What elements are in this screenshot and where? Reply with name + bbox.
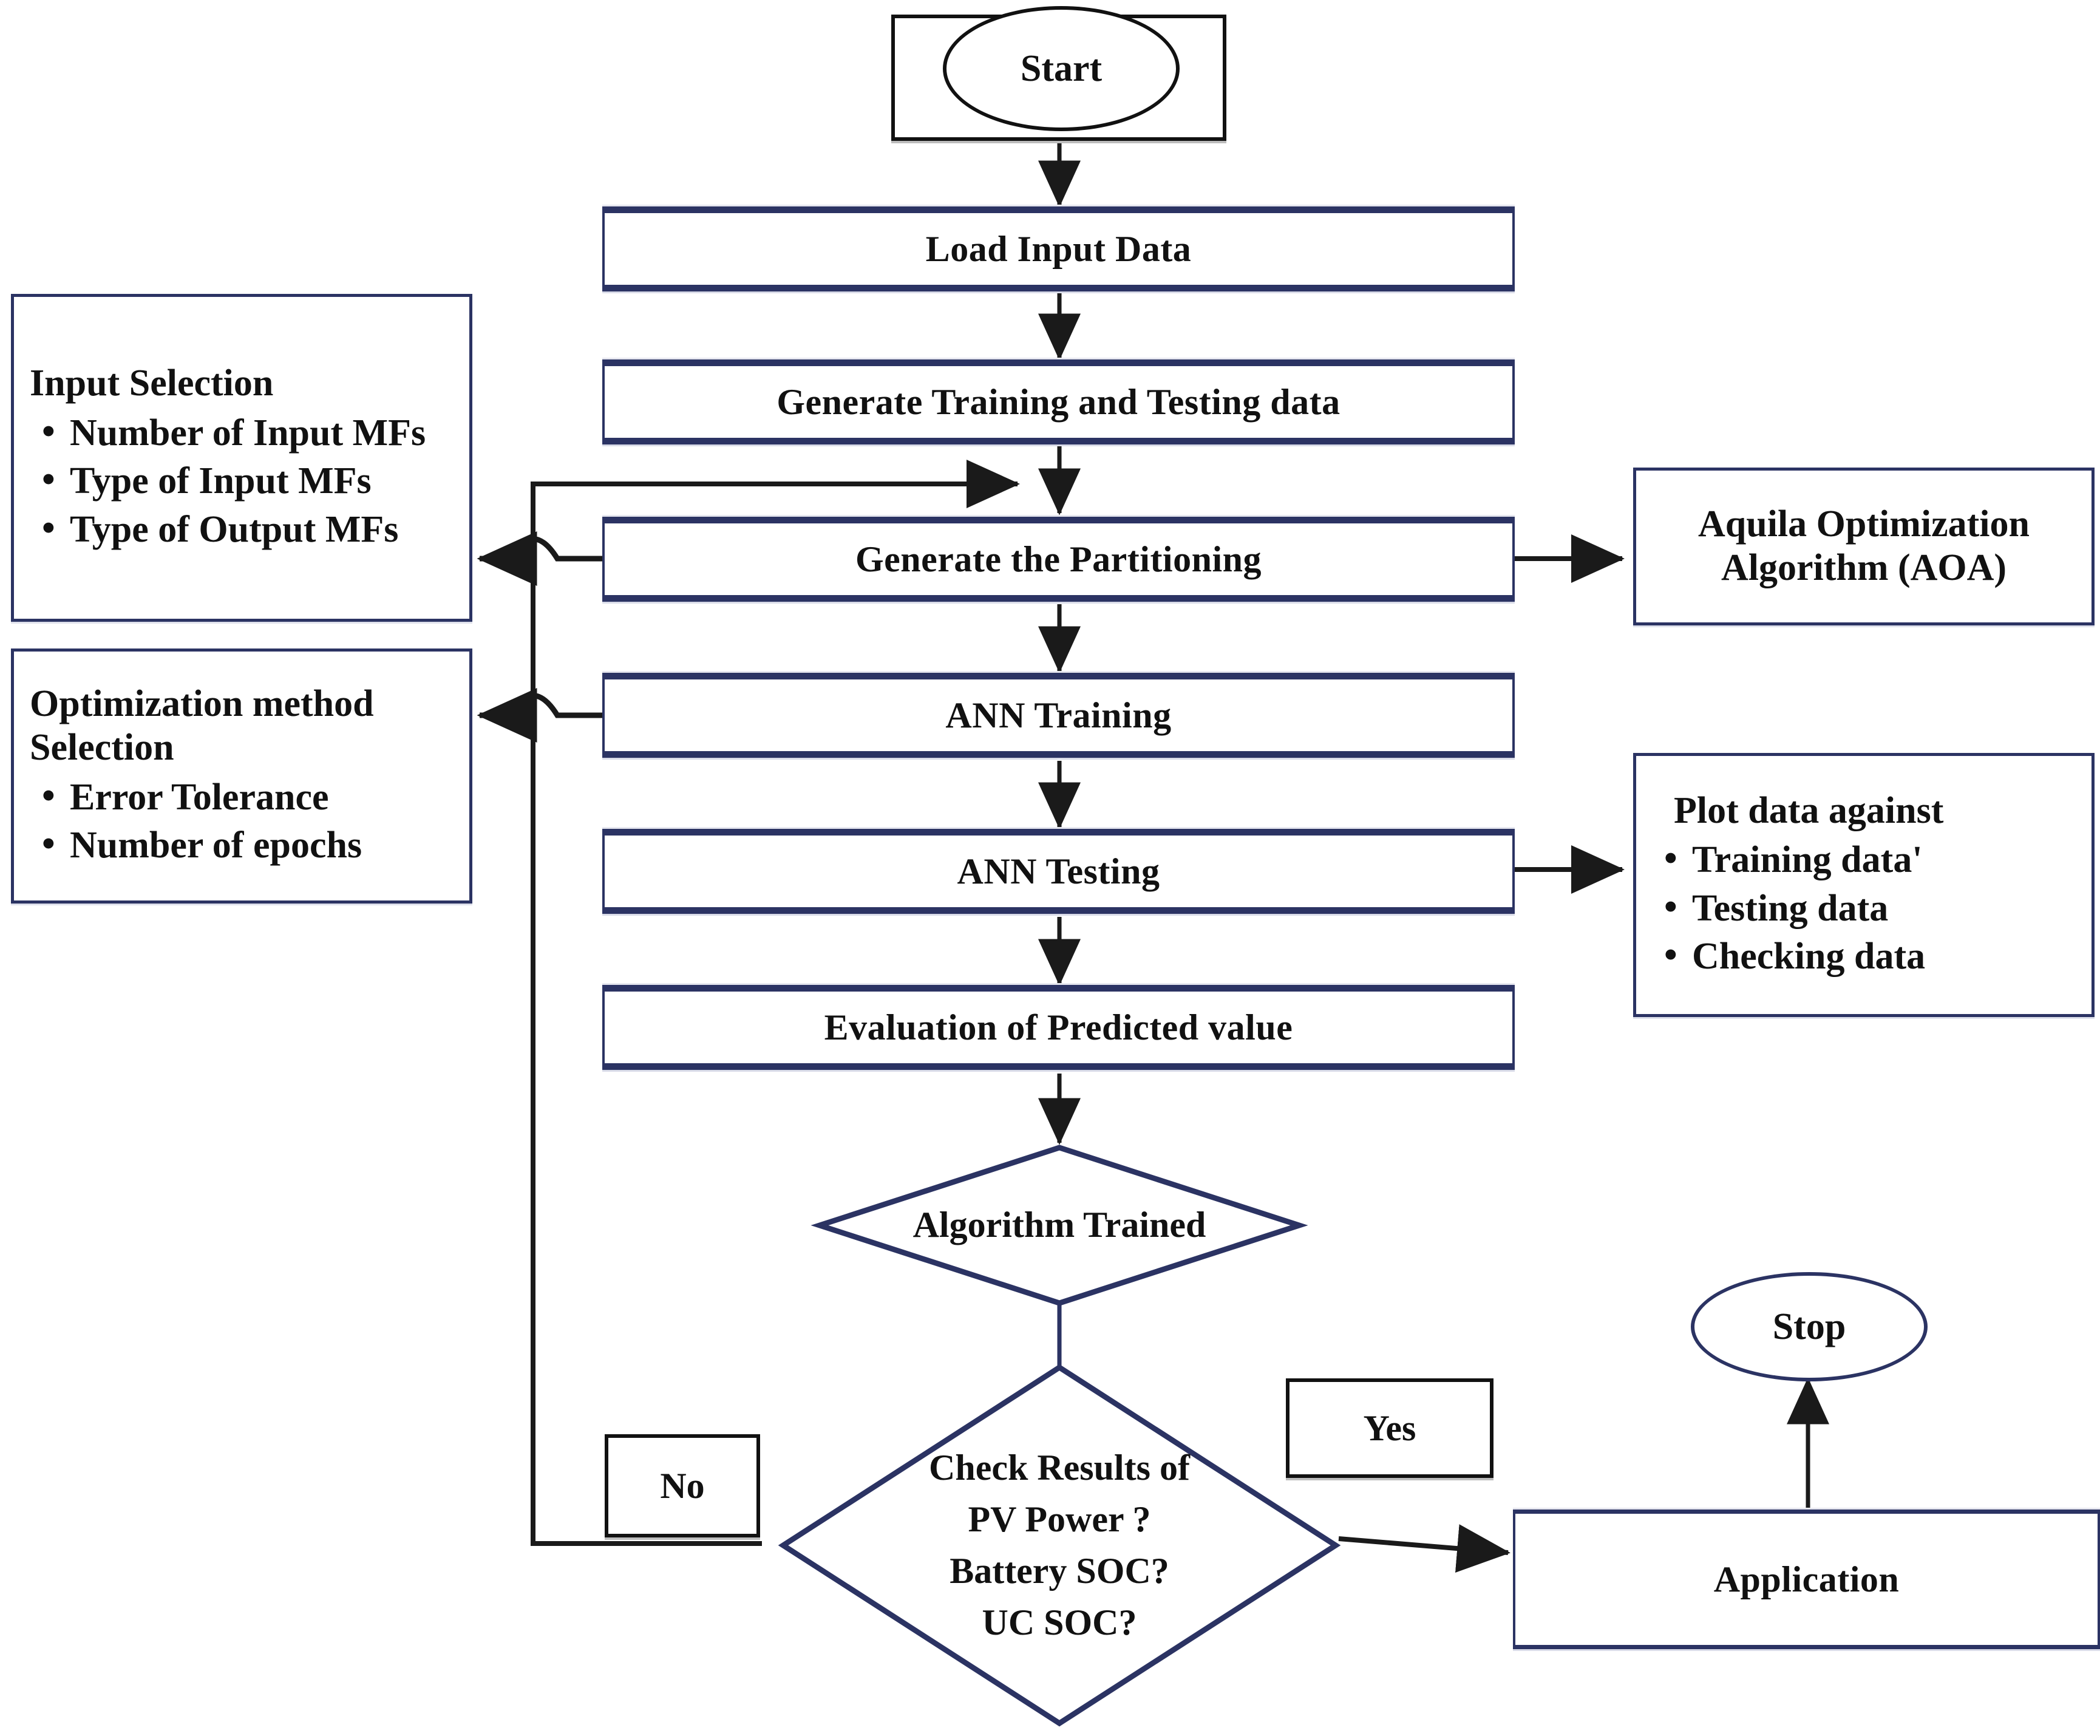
note-plot-data-against[interactable]: Plot data against Training data' Testing… [1633, 753, 2095, 1017]
list-item: Number of Input MFs [30, 408, 454, 457]
check-results-line-3: Battery SOC? [950, 1551, 1169, 1591]
start-ellipse-ring [943, 6, 1180, 131]
start-label: Start [1020, 47, 1103, 89]
check-results-line-2: PV Power ? [968, 1499, 1151, 1539]
branch-label-yes: Yes [1286, 1378, 1493, 1478]
note-optimization-method-inner: Optimization method Selection Error Tole… [14, 652, 469, 900]
note-optimization-method-list: Error Tolerance Number of epochs [30, 772, 454, 870]
list-item: Checking data [1652, 931, 2076, 981]
note-plot-data-inner: Plot data against Training data' Testing… [1636, 756, 2092, 1014]
process-application[interactable]: Application [1513, 1510, 2100, 1649]
start-terminator[interactable]: Start [943, 6, 1180, 131]
process-evaluation-label: Evaluation of Predicted value [824, 1007, 1293, 1047]
list-item: Type of Input MFs [30, 456, 454, 505]
algorithm-trained-label: Algorithm Trained [912, 1205, 1206, 1245]
stop-ellipse-ring [1691, 1272, 1928, 1381]
process-ann-training-label: ANN Training [945, 695, 1172, 735]
note-input-selection-inner: Input Selection Number of Input MFs Type… [14, 297, 469, 619]
note-plot-data-list: Training data' Testing data Checking dat… [1652, 835, 2076, 981]
branch-label-no: No [605, 1434, 760, 1537]
note-plot-data-title: Plot data against [1674, 789, 1944, 831]
process-ann-training[interactable]: ANN Training [602, 673, 1515, 758]
process-ann-testing[interactable]: ANN Testing [602, 829, 1515, 914]
note-input-selection[interactable]: Input Selection Number of Input MFs Type… [11, 294, 472, 622]
note-aquila-title: Aquila Optimization Algorithm (AOA) [1697, 503, 2030, 588]
process-generate-training-testing[interactable]: Generate Training and Testing data [602, 359, 1515, 444]
check-results-label-wrap: Check Results of PV Power ? Battery SOC?… [859, 1433, 1260, 1658]
check-results-diamond[interactable] [778, 1364, 1341, 1727]
note-optimization-method-title: Optimization method Selection [30, 682, 374, 768]
algorithm-trained-label-wrap: Algorithm Trained [880, 1189, 1239, 1262]
note-optimization-method[interactable]: Optimization method Selection Error Tole… [11, 648, 472, 904]
edge-ann-training-to-optimization-note [477, 688, 602, 743]
note-input-selection-list: Number of Input MFs Type of Input MFs Ty… [30, 408, 454, 554]
edge-partitioning-to-input-selection [477, 531, 602, 586]
list-item: Testing data [1652, 883, 2076, 933]
process-generate-partitioning-label: Generate the Partitioning [855, 539, 1262, 579]
process-evaluation-of-predicted-value[interactable]: Evaluation of Predicted value [602, 985, 1515, 1070]
list-item: Error Tolerance [30, 772, 454, 822]
check-results-line-1: Check Results of [929, 1447, 1190, 1488]
process-load-input-data-label: Load Input Data [925, 228, 1192, 269]
edge-yes-to-application [1338, 1524, 1510, 1573]
process-load-input-data[interactable]: Load Input Data [602, 206, 1515, 291]
process-generate-training-testing-label: Generate Training and Testing data [776, 381, 1341, 422]
list-item: Training data' [1652, 835, 2076, 884]
list-item: Type of Output MFs [30, 505, 454, 554]
process-generate-partitioning[interactable]: Generate the Partitioning [602, 517, 1515, 602]
branch-label-yes-text: Yes [1363, 1408, 1416, 1448]
branch-label-no-text: No [660, 1465, 705, 1506]
algorithm-trained-diamond[interactable] [810, 1145, 1308, 1306]
process-ann-testing-label: ANN Testing [957, 851, 1160, 891]
stop-terminator[interactable]: Stop [1691, 1272, 1928, 1381]
note-input-selection-title: Input Selection [30, 363, 274, 404]
stop-label: Stop [1772, 1305, 1846, 1347]
check-results-line-4: UC SOC? [982, 1602, 1137, 1643]
list-item: Number of epochs [30, 820, 454, 870]
process-application-label: Application [1713, 1559, 1900, 1599]
note-aquila-optimization-algorithm[interactable]: Aquila Optimization Algorithm (AOA) [1633, 468, 2095, 625]
note-aquila-inner: Aquila Optimization Algorithm (AOA) [1636, 471, 2092, 622]
